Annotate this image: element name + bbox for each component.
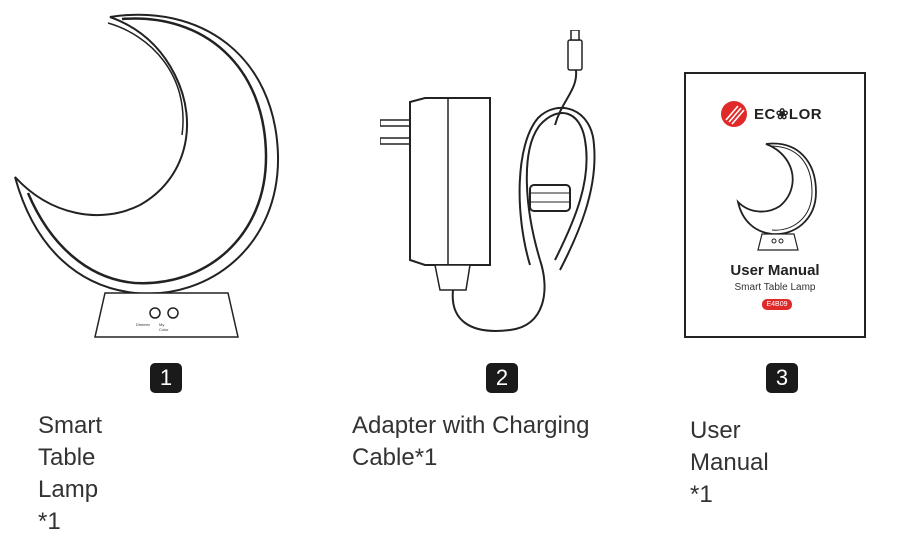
user-manual-booklet: EC❀LOR User Manual Smart Table Lamp E4B0… bbox=[684, 72, 866, 338]
lamp-color-label: My Color bbox=[159, 322, 169, 332]
adapter-cable-illustration bbox=[380, 30, 596, 332]
lamp-dimmer-label: Dimmer bbox=[136, 322, 150, 327]
brand-logo-icon bbox=[721, 101, 747, 127]
item-caption: User Manual *1 bbox=[690, 417, 769, 508]
moon-lamp-illustration bbox=[14, 13, 280, 338]
item-number-badge: 3 bbox=[766, 363, 798, 393]
item-number-badge: 2 bbox=[486, 363, 518, 393]
manual-title: User Manual bbox=[730, 262, 820, 279]
item-number-badge: 1 bbox=[150, 363, 182, 393]
manual-model-code: E4B09 bbox=[762, 299, 792, 310]
manual-lamp-image bbox=[736, 142, 817, 251]
item-caption: Adapter with Charging Cable*1 bbox=[352, 412, 590, 471]
manual-subtitle: Smart Table Lamp bbox=[734, 282, 816, 293]
item-caption: Smart Table Lamp *1 bbox=[38, 412, 103, 535]
color-button-icon bbox=[167, 307, 179, 319]
brand-name: EC❀LOR bbox=[754, 106, 823, 123]
dimmer-button-icon bbox=[149, 307, 161, 319]
brand-logo: EC❀LOR bbox=[720, 100, 822, 128]
